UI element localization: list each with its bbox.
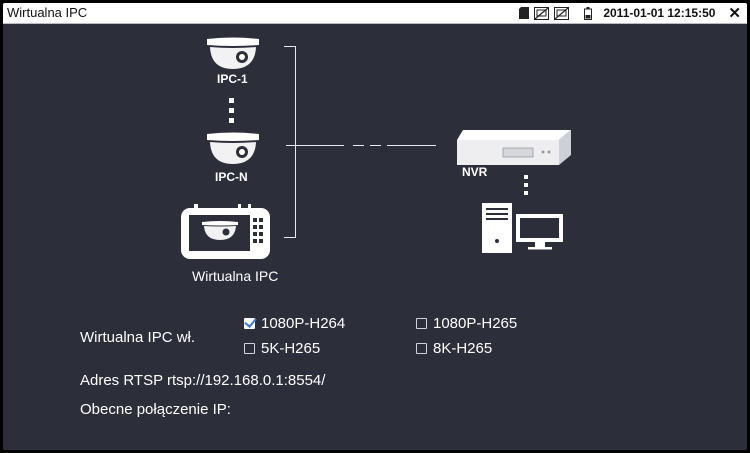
option-label: 1080P-H264	[261, 315, 346, 332]
sd-card-icon	[519, 7, 530, 19]
option-1080p-h265[interactable]: 1080P-H265	[416, 315, 517, 332]
title-bar: Wirtualna IPC 2011-01-01 12:15:50 ✕	[3, 3, 747, 24]
window-title: Wirtualna IPC	[7, 5, 88, 20]
virtual-ipc-device-label: Wirtualna IPC	[192, 268, 279, 284]
bracket-line	[295, 46, 296, 238]
checkbox-1080p-h265[interactable]	[416, 318, 427, 329]
option-5k-h265[interactable]: 5K-H265	[244, 340, 320, 357]
bracket-line	[284, 46, 296, 47]
close-icon[interactable]: ✕	[728, 5, 741, 22]
current-ip-connection: Obecne połączenie IP:	[80, 401, 231, 418]
battery-icon	[584, 6, 593, 20]
status-area: 2011-01-01 12:15:50 ✕	[519, 5, 741, 22]
option-label: 5K-H265	[261, 340, 321, 357]
connection-line	[353, 145, 364, 146]
connection-line	[286, 145, 344, 146]
datetime: 2011-01-01 12:15:50	[603, 6, 716, 20]
nvr-label: NVR	[462, 165, 488, 179]
option-8k-h265[interactable]: 8K-H265	[416, 340, 492, 357]
screen: Wirtualna IPC 2011-01-01 12:15:50 ✕	[3, 3, 747, 450]
virtual-ipc-enable-label: Wirtualna IPC wł.	[80, 329, 196, 346]
dome-camera-icon	[207, 37, 259, 69]
ellipsis-icon	[229, 98, 234, 123]
dome-camera-icon	[207, 132, 259, 164]
camera1-label: IPC-1	[217, 72, 248, 86]
cameraN-label: IPC-N	[215, 170, 248, 184]
checkbox-1080p-h264[interactable]	[244, 318, 255, 329]
checkbox-5k-h265[interactable]	[244, 343, 255, 354]
tester-device-icon	[181, 204, 270, 259]
option-label: 8K-H265	[433, 340, 493, 357]
network-icon	[534, 6, 550, 20]
option-1080p-h264[interactable]: 1080P-H264	[244, 315, 345, 332]
connection-line	[387, 145, 436, 146]
checkbox-8k-h265[interactable]	[416, 343, 427, 354]
computer-icon	[482, 203, 563, 253]
nvr-icon	[457, 130, 571, 165]
bracket-line	[284, 237, 296, 238]
connection-line	[370, 145, 381, 146]
option-label: 1080P-H265	[433, 315, 518, 332]
rtsp-address: Adres RTSP rtsp://192.168.0.1:8554/	[80, 372, 326, 389]
network-icon	[554, 6, 570, 20]
ellipsis-icon	[524, 175, 528, 195]
